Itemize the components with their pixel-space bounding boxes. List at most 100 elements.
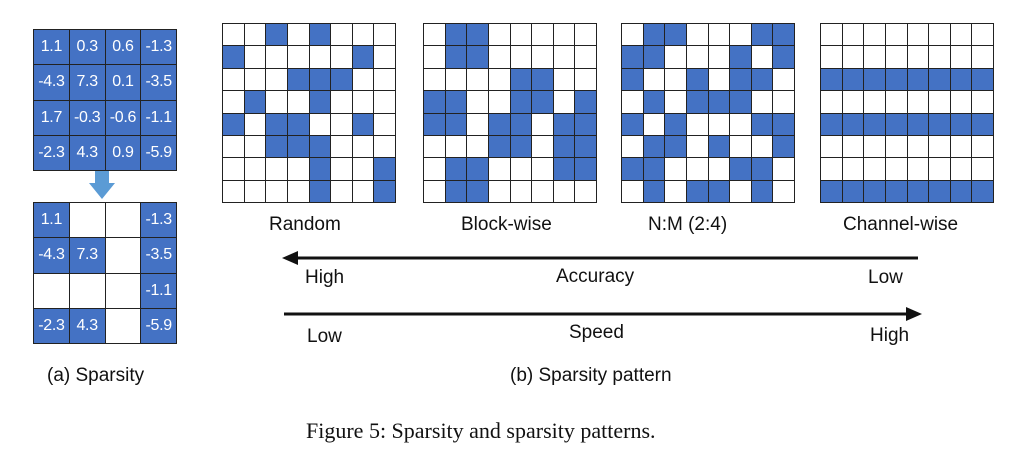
pattern-cell-filled xyxy=(510,91,532,113)
pattern-cell-filled xyxy=(929,113,950,135)
pattern-cell-filled xyxy=(643,46,665,68)
pattern-cell-empty xyxy=(885,24,907,46)
pattern-cell-empty xyxy=(287,24,309,46)
pattern-cell-filled xyxy=(821,180,842,202)
pattern-cell-filled xyxy=(266,24,287,46)
pattern-cell-filled xyxy=(665,24,686,46)
pattern-cell-empty xyxy=(223,68,244,91)
pattern-cell-filled xyxy=(374,180,395,202)
pattern-cell-empty xyxy=(223,158,244,180)
pattern-cell-empty xyxy=(553,24,575,46)
speed-low-label: Low xyxy=(307,326,342,347)
pattern-cell-empty xyxy=(950,46,972,68)
pattern-cell-filled xyxy=(929,180,950,202)
pattern-cell-empty xyxy=(374,91,395,113)
pattern-cell-empty xyxy=(352,158,374,180)
pattern-cell-empty xyxy=(821,91,842,113)
pattern-cell-empty xyxy=(686,135,708,158)
pattern-cell-empty xyxy=(907,24,929,46)
pattern-cell-filled xyxy=(907,180,929,202)
pattern-cell-filled xyxy=(467,180,488,202)
pattern-cell-empty xyxy=(773,158,794,180)
matrix-cell xyxy=(105,308,141,343)
matrix-cell: 1.1 xyxy=(34,30,69,65)
matrix-cell xyxy=(69,273,105,308)
pattern-cell-empty xyxy=(467,113,488,135)
pattern-cell-empty xyxy=(686,113,708,135)
pattern-cell-empty xyxy=(929,24,950,46)
pattern-cell-empty xyxy=(773,180,794,202)
pattern-cell-empty xyxy=(708,68,730,91)
accuracy-label: Accuracy xyxy=(556,266,635,287)
pattern-cell-empty xyxy=(643,68,665,91)
pattern-cell-empty xyxy=(374,24,395,46)
pattern-cell-empty xyxy=(864,91,885,113)
pattern-cell-empty xyxy=(929,91,950,113)
pattern-cell-filled xyxy=(467,46,488,68)
pattern-cell-empty xyxy=(352,135,374,158)
matrix-cell: 1.7 xyxy=(34,100,69,135)
pattern-cell-empty xyxy=(907,135,929,158)
pattern-cell-filled xyxy=(864,68,885,91)
pattern-cell-filled xyxy=(643,180,665,202)
pattern-cell-empty xyxy=(424,180,445,202)
pattern-cell-filled xyxy=(309,135,331,158)
pattern-cell-filled xyxy=(553,113,575,135)
pattern-cell-filled xyxy=(352,46,374,68)
pattern-cell-empty xyxy=(488,180,510,202)
pattern-cell-empty xyxy=(532,135,553,158)
pattern-cell-filled xyxy=(309,24,331,46)
pattern-cell-filled xyxy=(374,158,395,180)
pattern-cell-filled xyxy=(445,180,467,202)
pattern-cell-empty xyxy=(331,91,352,113)
pattern-cell-empty xyxy=(488,46,510,68)
pattern-cell-filled xyxy=(665,113,686,135)
pattern-cell-empty xyxy=(553,91,575,113)
pattern-cell-empty xyxy=(885,91,907,113)
pattern-cell-empty xyxy=(424,24,445,46)
pattern-cell-empty xyxy=(424,46,445,68)
subcaption-b: (b) Sparsity pattern xyxy=(510,365,672,386)
pattern-cell-empty xyxy=(244,180,266,202)
pattern-cell-empty xyxy=(708,113,730,135)
pattern-cell-filled xyxy=(553,158,575,180)
pattern-cell-empty xyxy=(821,135,842,158)
pattern-cell-empty xyxy=(929,158,950,180)
pattern-cell-empty xyxy=(907,91,929,113)
matrix-cell xyxy=(34,273,69,308)
pattern-cell-empty xyxy=(266,158,287,180)
pattern-cell-filled xyxy=(467,158,488,180)
pattern-cell-empty xyxy=(929,135,950,158)
pattern-cell-empty xyxy=(244,68,266,91)
pattern-cell-empty xyxy=(510,24,532,46)
pattern-cell-filled xyxy=(751,158,773,180)
pattern-cell-empty xyxy=(532,113,553,135)
pattern-cell-empty xyxy=(244,46,266,68)
pattern-cell-empty xyxy=(751,46,773,68)
pattern-cell-empty xyxy=(309,46,331,68)
pattern-cell-filled xyxy=(751,68,773,91)
pattern-cell-empty xyxy=(686,46,708,68)
pattern-cell-empty xyxy=(266,46,287,68)
pattern-cell-empty xyxy=(424,68,445,91)
matrix-cell: -2.3 xyxy=(34,308,69,343)
pattern-cell-filled xyxy=(510,135,532,158)
pattern-cell-filled xyxy=(622,46,643,68)
pattern-cell-empty xyxy=(488,24,510,46)
down-arrow-icon xyxy=(89,171,115,199)
pattern-cell-empty xyxy=(864,46,885,68)
pattern-cell-filled xyxy=(751,113,773,135)
pattern-cell-empty xyxy=(309,113,331,135)
pattern-cell-filled xyxy=(730,158,751,180)
pattern-cell-filled xyxy=(553,135,575,158)
pattern-cell-empty xyxy=(730,135,751,158)
pattern-cell-filled xyxy=(309,158,331,180)
pattern-cell-empty xyxy=(532,46,553,68)
pattern-cell-empty xyxy=(821,158,842,180)
pattern-cell-empty xyxy=(972,46,993,68)
pattern-cell-empty xyxy=(575,46,596,68)
pattern-cell-filled xyxy=(773,135,794,158)
pattern-cell-filled xyxy=(309,68,331,91)
